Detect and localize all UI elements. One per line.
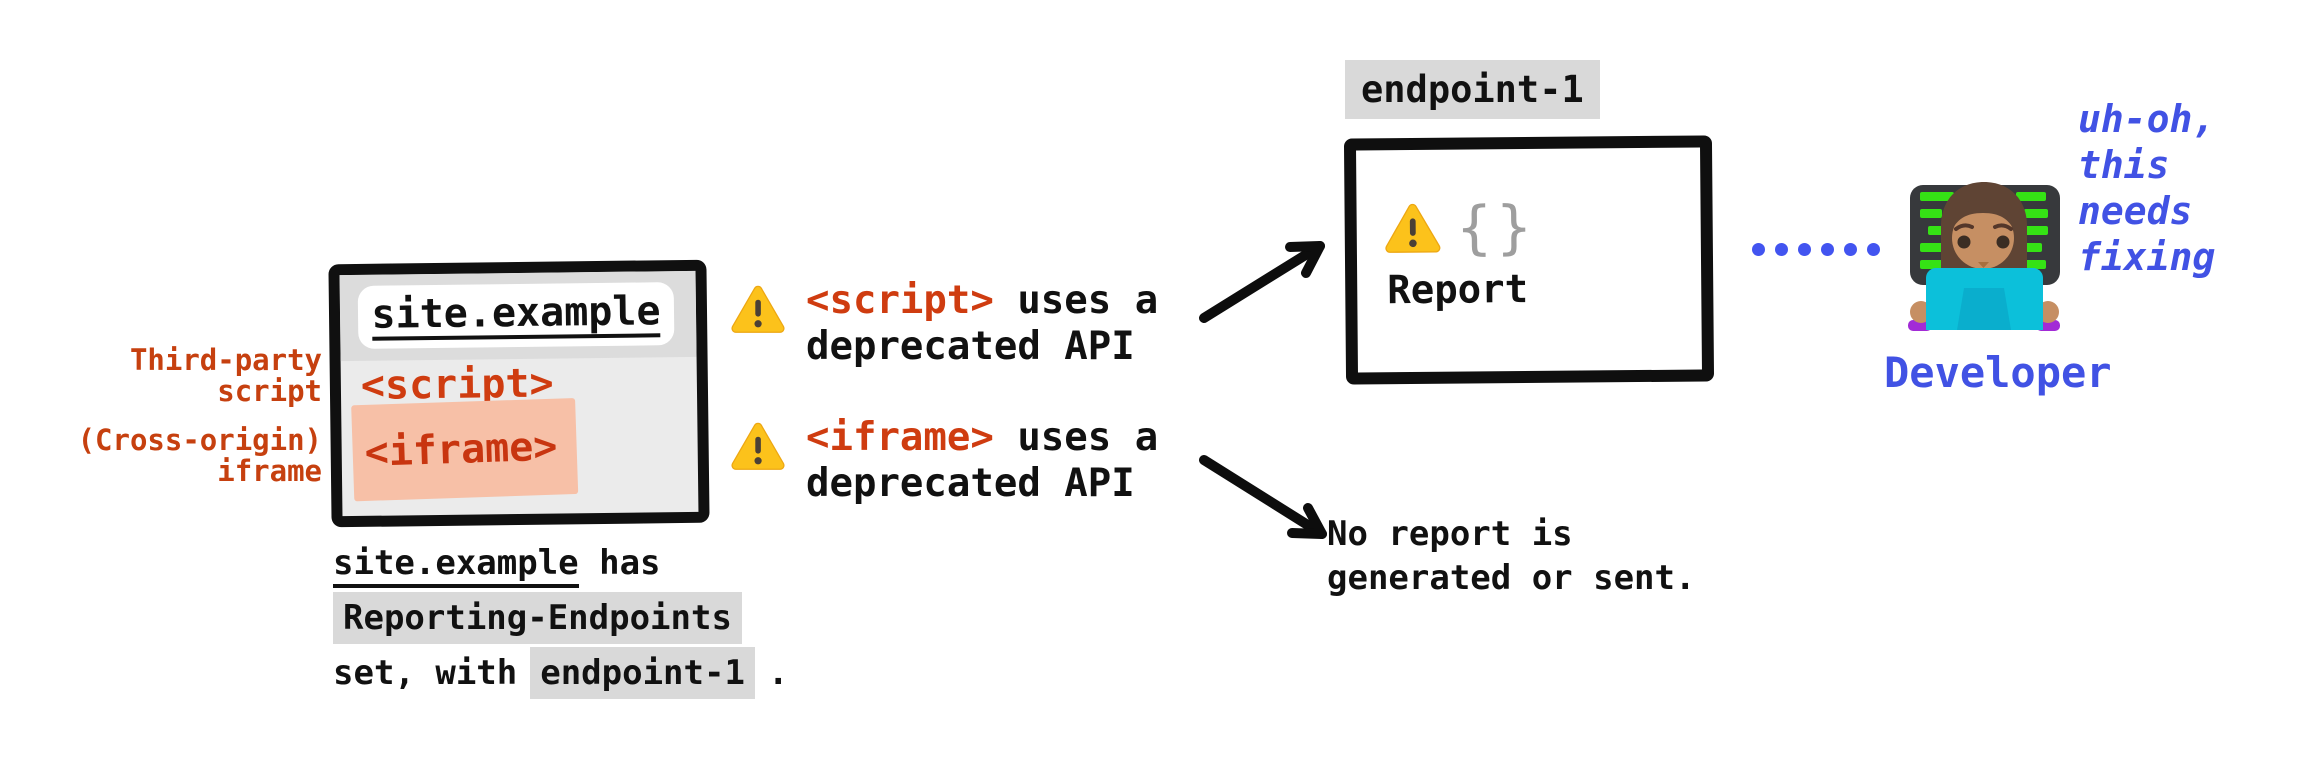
warning-line1-rest: uses a [993, 278, 1159, 323]
iframe-element-block: <iframe> [351, 397, 579, 502]
site-url: site.example [371, 288, 661, 341]
caption-line-1: site.example has [333, 536, 788, 591]
caption-line-3: set, with endpoint-1. [333, 646, 788, 701]
warning-line-1: <script> uses a [806, 278, 1158, 324]
developer-label: Developer [1884, 348, 2112, 397]
warning-text: <script> uses a deprecated API [806, 278, 1158, 370]
developer-technologist-emoji [1904, 176, 2064, 336]
dotted-connector [1752, 243, 1880, 256]
arrow-to-endpoint [1199, 241, 1325, 323]
warning-line1-rest: uses a [993, 415, 1159, 460]
endpoint-box: {} Report [1343, 135, 1715, 385]
endpoint-1-chip: endpoint-1 [530, 647, 755, 699]
warning-icon [731, 284, 785, 334]
report-icon-row: {} [1384, 192, 1537, 262]
endpoint-1-label: endpoint-1 [1345, 60, 1600, 119]
third-party-script-label: Third-party script [129, 343, 322, 408]
cross-origin-iframe-label: (Cross-origin) iframe [77, 423, 322, 488]
caption-site-domain: site.example [333, 543, 579, 588]
developer-thought-text: uh-oh, this needs fixing [2078, 97, 2216, 279]
iframe-deprecation-warning: <iframe> uses a deprecated API [731, 415, 1158, 507]
arrow-to-no-report [1199, 455, 1327, 539]
iframe-element-label: <iframe> [363, 423, 559, 476]
address-bar: site.example [357, 282, 675, 349]
warning-line-2: deprecated API [806, 461, 1135, 506]
caption-line-2: Reporting-Endpoints [333, 591, 788, 646]
no-report-text: No report is generated or sent. [1327, 514, 1696, 598]
caption-line3-before: set, with [333, 653, 518, 693]
warning-line-2: deprecated API [806, 324, 1135, 369]
warning-icon [731, 421, 785, 471]
warning-line-1: <iframe> uses a [806, 415, 1158, 461]
site-example-window: site.example <script> <iframe> [328, 259, 710, 528]
script-tag-text: <script> [806, 278, 994, 323]
caption: site.example has Reporting-Endpoints set… [333, 536, 788, 701]
window-topbar: site.example [339, 270, 697, 362]
warning-icon [1384, 202, 1441, 254]
caption-line3-after: . [767, 653, 789, 693]
reporting-endpoints-chip: Reporting-Endpoints [333, 592, 742, 644]
script-deprecation-warning: <script> uses a deprecated API [731, 278, 1158, 370]
iframe-tag-text: <iframe> [806, 415, 994, 460]
report-label: Report [1387, 267, 1529, 314]
json-braces-icon: {} [1456, 192, 1537, 262]
warning-text: <iframe> uses a deprecated API [806, 415, 1158, 507]
caption-line1-rest: has [578, 543, 661, 583]
